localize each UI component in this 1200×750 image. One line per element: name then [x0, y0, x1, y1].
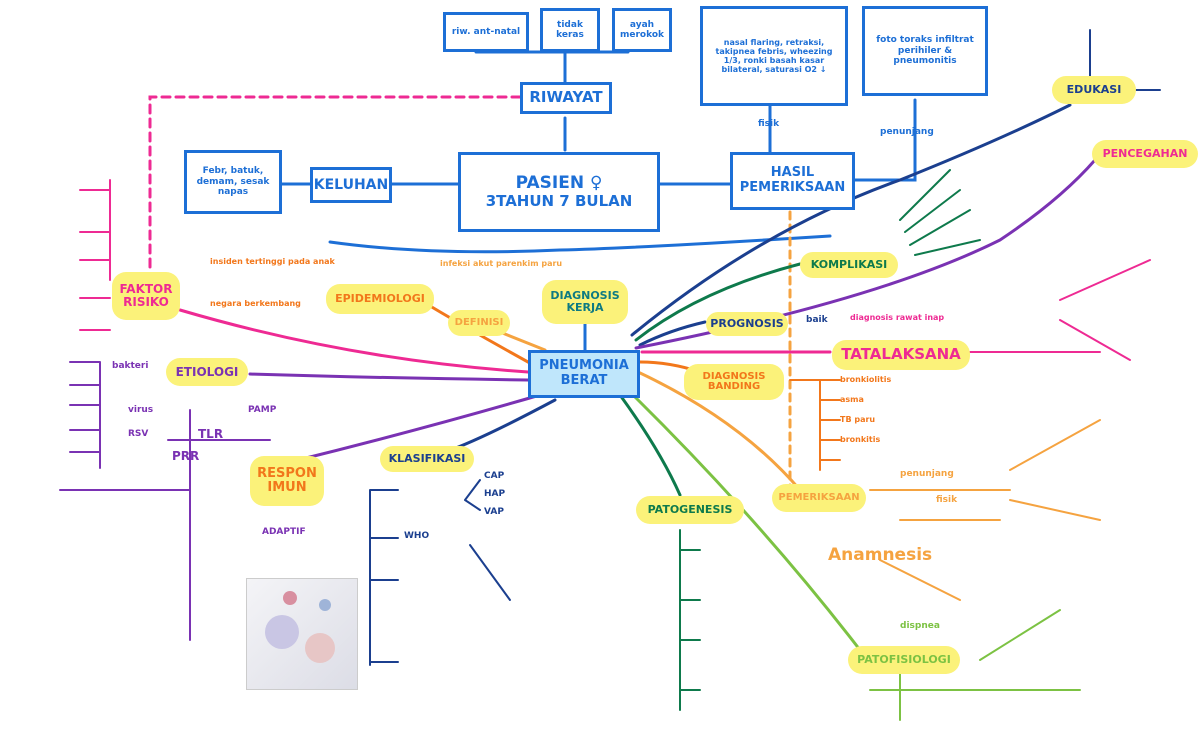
center-title: PNEUMONIA BERAT [539, 358, 629, 388]
tlr-label: TLR [198, 427, 224, 441]
tatalaksana-note: diagnosis rawat inap [850, 313, 945, 322]
komplikasi-node: KOMPLIKASI [800, 252, 898, 278]
db-item-1: bronkiolitis [840, 375, 892, 384]
diagnosis-banding-label: DIAGNOSIS BANDING [702, 370, 766, 392]
hasil-fisik-text: nasal flaring, retraksi, takipnea febris… [715, 37, 833, 75]
riwayat-label: RIWAYAT [529, 88, 603, 107]
patient-box: PASIEN ♀ 3TAHUN 7 BULAN [458, 152, 660, 232]
keluhan-detail-text: Febr, batuk, demam, sesak napas [196, 166, 270, 198]
pencegahan-label: PENCEGAHAN [1102, 147, 1188, 161]
hasil-fisik-detail: nasal flaring, retraksi, takipnea febris… [700, 6, 848, 106]
riwayat-detail-1: riw. ant-natal [443, 12, 529, 52]
epidemiologi-node: EPIDEMIOLOGI [326, 284, 434, 314]
fisik-label: fisik [758, 119, 780, 129]
prognosis-node: PROGNOSIS [706, 312, 788, 336]
riwayat-detail-2-text: tidak keras [556, 19, 584, 40]
hasil-penunjang-detail: foto toraks infiltrat perihiler & pneumo… [862, 6, 988, 96]
edukasi-label: EDUKASI [1066, 83, 1122, 97]
patogenesis-label: PATOGENESIS [647, 503, 733, 517]
faktor-risiko-node: FAKTOR RISIKO [112, 272, 180, 320]
pem-penunjang-label: penunjang [900, 469, 954, 479]
riwayat-detail-3-text: ayah merokok [619, 19, 664, 40]
prognosis-value: baik [806, 315, 828, 325]
diagnosis-kerja-node: DIAGNOSIS KERJA [542, 280, 628, 324]
cap-label: CAP [484, 471, 505, 481]
pem-fisik-label: fisik [936, 495, 958, 505]
epid-note-1: insiden tertinggi pada anak [210, 257, 335, 266]
etiologi-node: ETIOLOGI [166, 358, 248, 386]
pencegahan-node: PENCEGAHAN [1092, 140, 1198, 168]
patogenesis-node: PATOGENESIS [636, 496, 744, 524]
patofisiologi-label: PATOFISIOLOGI [857, 653, 951, 667]
center-node: PNEUMONIA BERAT [528, 350, 640, 398]
hasil-penunjang-text: foto toraks infiltrat perihiler & pneumo… [876, 35, 974, 67]
riwayat-detail-3: ayah merokok [612, 8, 672, 52]
riwayat-detail-2: tidak keras [540, 8, 600, 52]
adaptif-label: ADAPTIF [262, 527, 306, 537]
keluhan-detail: Febr, batuk, demam, sesak napas [184, 150, 282, 214]
db-item-3: TB paru [840, 415, 876, 424]
edukasi-node: EDUKASI [1052, 76, 1136, 104]
epidemiologi-label: EPIDEMIOLOGI [335, 292, 425, 306]
diagnosis-kerja-label: DIAGNOSIS KERJA [550, 289, 620, 314]
pamp-label: PAMP [248, 405, 277, 415]
patofisiologi-node: PATOFISIOLOGI [848, 646, 960, 674]
who-label: WHO [404, 531, 430, 541]
tatalaksana-label: TATALAKSANA [841, 345, 961, 364]
penunjang-label: penunjang [880, 127, 934, 137]
keluhan-box: KELUHAN [310, 167, 392, 203]
hap-label: HAP [484, 489, 506, 499]
faktor-risiko-label: FAKTOR RISIKO [119, 282, 173, 309]
epid-note-2: negara berkembang [210, 299, 301, 308]
definisi-node: DEFINISI [448, 310, 510, 336]
patient-sex: PASIEN ♀ [515, 172, 603, 193]
respon-imun-label: RESPON IMUN [257, 466, 317, 495]
tatalaksana-node: TATALAKSANA [832, 340, 970, 370]
bakteri-label: bakteri [112, 361, 149, 371]
hasil-label: HASIL PEMERIKSAAN [739, 165, 846, 195]
definisi-label: DEFINISI [454, 316, 504, 328]
rsv-label: RSV [128, 429, 149, 439]
patofisiologi-note: dispnea [900, 621, 940, 631]
pemeriksaan-node: PEMERIKSAAN [772, 484, 866, 512]
klasifikasi-label: KLASIFIKASI [388, 452, 466, 466]
riwayat-box: RIWAYAT [520, 82, 612, 114]
immune-pathway-image [246, 578, 358, 690]
komplikasi-label: KOMPLIKASI [810, 258, 888, 272]
vap-label: VAP [484, 507, 504, 517]
definisi-note: infeksi akut parenkim paru [440, 259, 563, 268]
pemeriksaan-label: PEMERIKSAAN [778, 491, 860, 503]
prr-label: PRR [172, 449, 200, 463]
respon-imun-node: RESPON IMUN [250, 456, 324, 506]
patient-age: 3TAHUN 7 BULAN [485, 192, 633, 211]
riwayat-detail-1-text: riw. ant-natal [451, 26, 521, 37]
etiologi-label: ETIOLOGI [175, 364, 239, 379]
diagnosis-banding-node: DIAGNOSIS BANDING [684, 364, 784, 400]
hasil-box: HASIL PEMERIKSAAN [730, 152, 855, 210]
db-item-2: asma [840, 395, 864, 404]
anamnesis-label: Anamnesis [828, 545, 933, 565]
prognosis-label: PROGNOSIS [710, 317, 784, 331]
virus-label: virus [128, 405, 154, 415]
keluhan-label: KELUHAN [313, 176, 389, 193]
klasifikasi-node: KLASIFIKASI [380, 446, 474, 472]
db-item-4: bronkitis [840, 435, 881, 444]
